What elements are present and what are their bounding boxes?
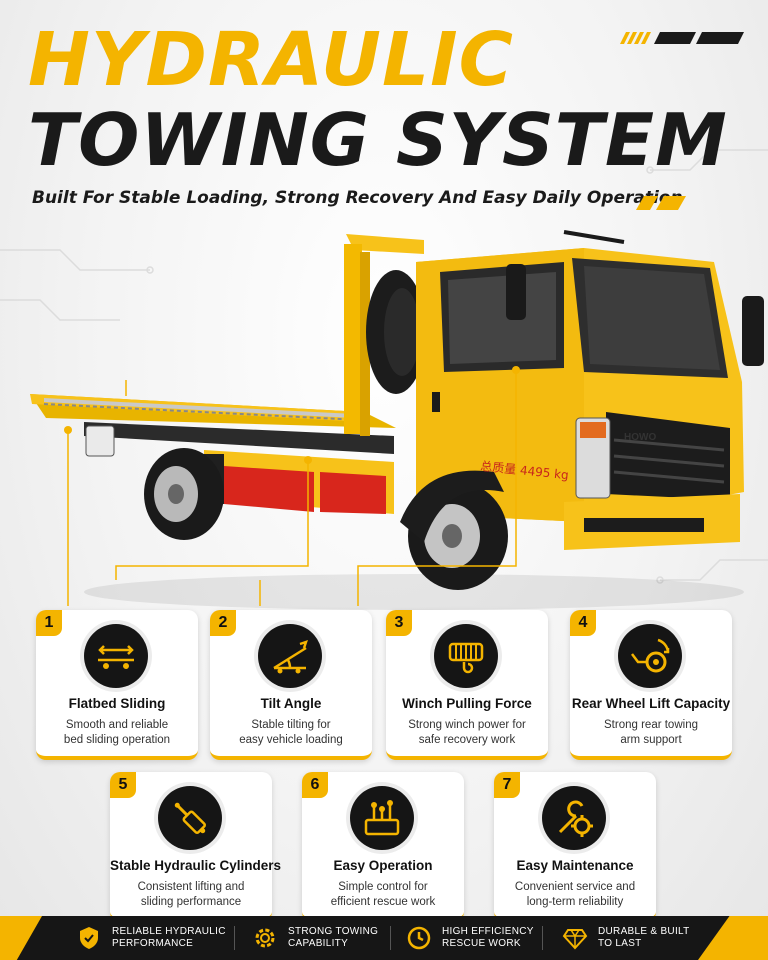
bottom-feature-text: DURABLE & BUILT TO LAST: [598, 926, 718, 950]
card-desc-line-1: Consistent lifting and: [137, 881, 245, 893]
bottom-separator: [390, 926, 391, 950]
bottom-feature-line-2: PERFORMANCE: [112, 938, 194, 949]
card-desc-line-2: easy vehicle loading: [239, 734, 343, 746]
feature-card-easy-maintenance: 7 Easy Maintenance Convenient service an…: [494, 772, 656, 922]
bottom-feature-line-1: RELIABLE HYDRAULIC: [112, 926, 226, 937]
card-desc-line-2: arm support: [620, 734, 682, 746]
control-levers-icon: [350, 786, 414, 850]
card-number: 1: [36, 610, 62, 636]
bottom-feature-towing: STRONG TOWING CAPABILITY: [252, 916, 408, 960]
bottom-feature-efficiency: HIGH EFFICIENCY RESCUE WORK: [406, 916, 562, 960]
card-desc-line-2: sliding performance: [140, 896, 242, 908]
card-desc-line-2: efficient rescue work: [330, 896, 436, 908]
wrench-gear-icon: [542, 786, 606, 850]
bottom-feature-durable: DURABLE & BUILT TO LAST: [562, 916, 718, 960]
title-line-1: HYDRAULIC: [28, 17, 514, 103]
card-description: Stable tilting for easy vehicle loading: [218, 718, 364, 748]
title-line-2: TOWING SYSTEM: [28, 98, 728, 182]
card-title: Winch Pulling Force: [402, 696, 532, 711]
card-title: Stable Hydraulic Cylinders: [110, 858, 282, 873]
card-desc-line-1: Stable tilting for: [251, 719, 331, 731]
card-desc-line-1: Strong winch power for: [408, 719, 526, 731]
flatbed-slide-icon: [84, 624, 148, 688]
feature-card-easy-operation: 6 Easy Operation Simple control for effi…: [302, 772, 464, 922]
card-description: Simple control for efficient rescue work: [310, 880, 456, 910]
bottom-feature-line-2: CAPABILITY: [288, 938, 349, 949]
card-number: 4: [570, 610, 596, 636]
card-number: 7: [494, 772, 520, 798]
card-number: 5: [110, 772, 136, 798]
card-title: Rear Wheel Lift Capacity: [571, 696, 731, 711]
subtitle: Built For Stable Loading, Strong Recover…: [32, 188, 683, 208]
card-title: Easy Maintenance: [516, 858, 634, 873]
feature-card-rear-wheel-lift: 4 Rear Wheel Lift Capacity Strong rear t…: [570, 610, 732, 760]
bottom-feature-line-2: TO LAST: [598, 938, 642, 949]
card-description: Convenient service and long-term reliabi…: [502, 880, 648, 910]
brand-plate: HOWO: [624, 432, 656, 443]
bottom-feature-line-1: STRONG TOWING: [288, 926, 379, 937]
bottom-separator: [542, 926, 543, 950]
bottom-separator: [234, 926, 235, 950]
card-desc-line-2: long-term reliability: [526, 896, 624, 908]
card-description: Strong winch power for safe recovery wor…: [394, 718, 540, 748]
feature-card-winch-pulling-force: 3 Winch Pulling Force Strong winch power…: [386, 610, 548, 760]
card-description: Consistent lifting and sliding performan…: [118, 880, 264, 910]
wheel-lift-icon: [618, 624, 682, 688]
bottom-feature-bar: RELIABLE HYDRAULIC PERFORMANCE STRONG TO…: [0, 916, 768, 960]
feature-card-tilt-angle: 2 Tilt Angle Stable tilting for easy veh…: [210, 610, 372, 760]
card-desc-line-2: bed sliding operation: [63, 734, 171, 746]
feature-card-hydraulic-cylinders: 5 Stable Hydraulic Cylinders Consistent …: [110, 772, 282, 922]
card-desc-line-1: Smooth and reliable: [65, 719, 169, 731]
tow-truck-illustration: HOWO 总质量 4495 kg: [30, 230, 764, 610]
card-description: Strong rear towing arm support: [578, 718, 724, 748]
diamond-icon: [562, 929, 588, 950]
card-desc-line-2: safe recovery work: [418, 734, 516, 746]
bottom-feature-line-1: HIGH EFFICIENCY: [442, 926, 534, 937]
card-number: 3: [386, 610, 412, 636]
card-desc-line-1: Simple control for: [338, 881, 428, 893]
gear-icon: [255, 928, 275, 948]
card-number: 6: [302, 772, 328, 798]
bottom-feature-text: HIGH EFFICIENCY RESCUE WORK: [442, 926, 562, 950]
decorative-slash: [636, 196, 686, 210]
card-title: Flatbed Sliding: [68, 696, 166, 711]
decorative-stripes: [620, 32, 744, 44]
card-number: 2: [210, 610, 236, 636]
bottom-accent-left: [0, 916, 42, 960]
tilt-angle-icon: [258, 624, 322, 688]
card-desc-line-1: Convenient service and: [514, 881, 636, 893]
hydraulic-cylinder-icon: [158, 786, 222, 850]
card-title: Tilt Angle: [260, 696, 322, 711]
bottom-feature-text: RELIABLE HYDRAULIC PERFORMANCE: [112, 926, 232, 950]
clock-icon: [407, 926, 431, 950]
shield-check-icon: [80, 927, 98, 949]
winch-icon: [434, 624, 498, 688]
bottom-feature-line-1: DURABLE & BUILT: [598, 926, 690, 937]
feature-card-flatbed-sliding: 1 Flatbed Sliding Smooth and reliable be…: [36, 610, 198, 760]
card-description: Smooth and reliable bed sliding operatio…: [44, 718, 190, 748]
card-desc-line-1: Strong rear towing: [604, 719, 698, 731]
card-title: Easy Operation: [333, 858, 433, 873]
bottom-feature-reliable: RELIABLE HYDRAULIC PERFORMANCE: [76, 916, 232, 960]
bottom-feature-text: STRONG TOWING CAPABILITY: [288, 926, 408, 950]
bottom-feature-line-2: RESCUE WORK: [442, 938, 521, 949]
